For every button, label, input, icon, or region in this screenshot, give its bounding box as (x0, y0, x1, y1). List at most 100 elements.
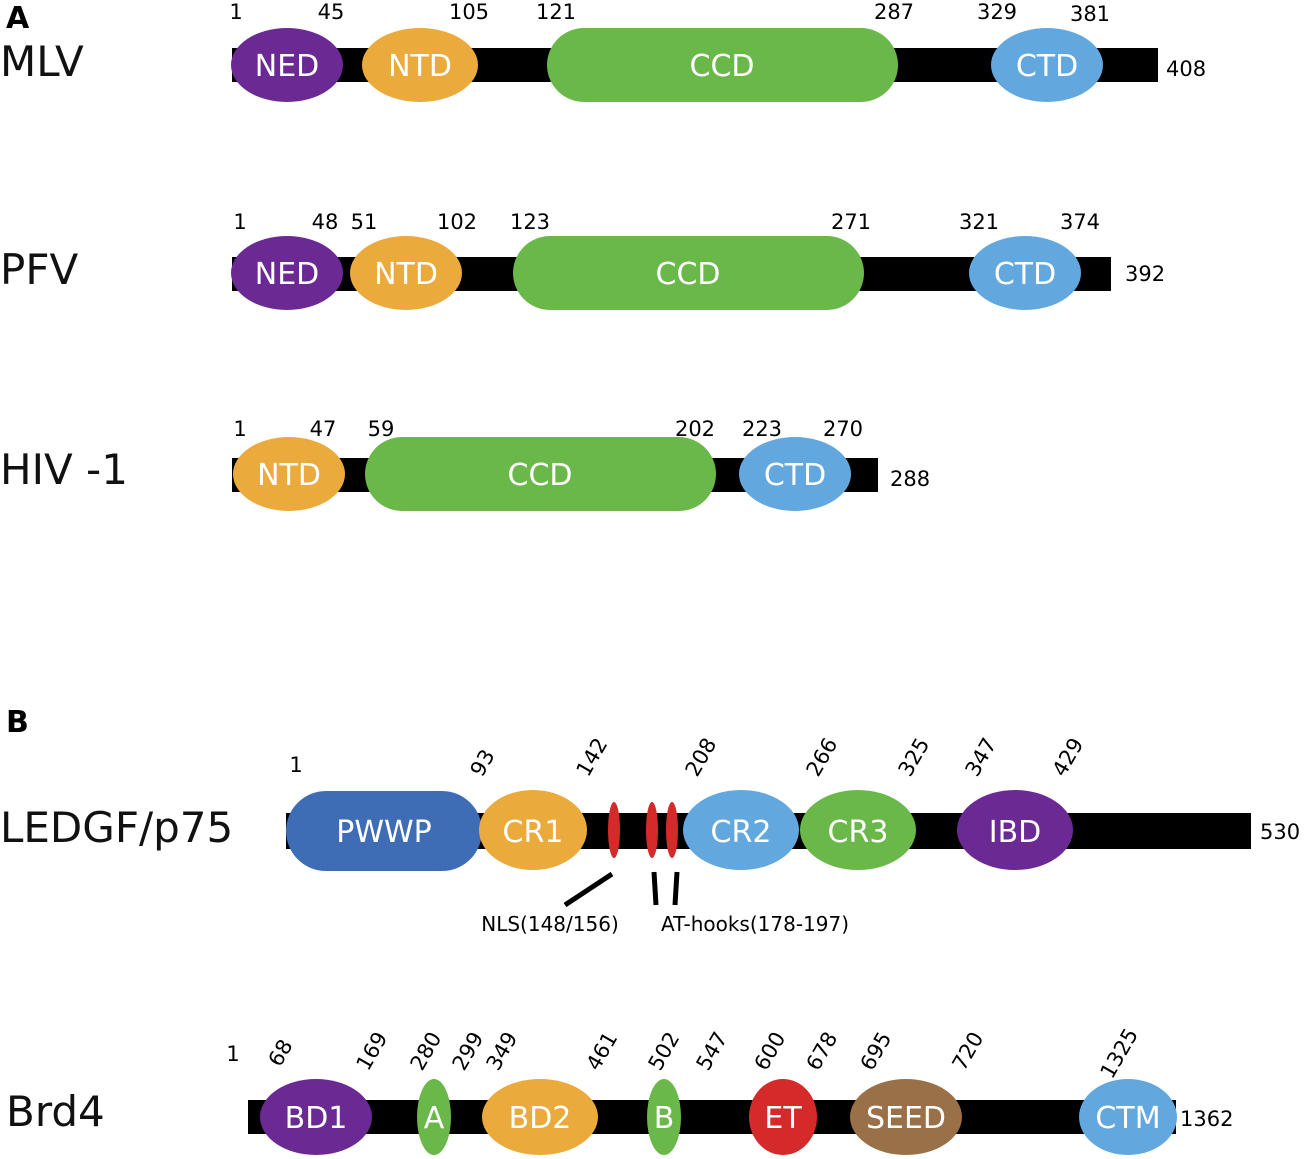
pos-mlv-105: 105 (449, 0, 489, 24)
domain-mlv-ccd: CCD (547, 28, 898, 102)
length-brd4: 1362 (1180, 1107, 1233, 1131)
pos-hiv1-59: 59 (368, 417, 395, 441)
domain-ledgf-cr1-shape (479, 790, 587, 870)
pos-brd4-678: 678 (802, 1028, 843, 1075)
nls-marker (608, 802, 620, 858)
domain-hiv1-ctd-shape (739, 437, 851, 511)
pos-ledgf-266: 266 (802, 734, 843, 781)
domain-mlv-ned-label: NED (255, 49, 320, 84)
length-ledgf: 530 (1260, 820, 1300, 844)
pos-hiv1-202: 202 (675, 417, 715, 441)
pos-mlv-381: 381 (1070, 2, 1110, 26)
pos-pfv-48: 48 (312, 210, 339, 234)
pos-pfv-321: 321 (959, 210, 999, 234)
pos-brd4-502: 502 (644, 1028, 685, 1075)
domain-pfv-ccd-shape (513, 236, 864, 310)
protein-hiv1: HIV -1 288 NTD CCD CTD 1 47 59 202 223 2… (0, 417, 930, 511)
pos-hiv1-47: 47 (310, 417, 337, 441)
panel-label-b: B (6, 705, 29, 740)
protein-name-brd4: Brd4 (6, 1087, 105, 1136)
pos-ledgf-93: 93 (466, 745, 500, 780)
pos-mlv-287: 287 (874, 0, 914, 24)
domain-ledgf-cr1: CR1 (479, 790, 587, 870)
protein-name-ledgf: LEDGF/p75 (0, 803, 233, 852)
domain-ledgf-cr3: CR3 (800, 790, 916, 870)
domain-brd4-et: ET (749, 1079, 817, 1155)
length-pfv: 392 (1125, 262, 1165, 286)
domain-brd4-seed-label: SEED (866, 1101, 946, 1136)
domain-hiv1-ntd-shape (233, 437, 345, 511)
length-hiv1: 288 (890, 467, 930, 491)
domain-brd4-a: A (417, 1079, 451, 1155)
pos-ledgf-429: 429 (1048, 734, 1089, 781)
domain-brd4-ctm-shape (1079, 1079, 1177, 1155)
domain-pfv-ccd-label: CCD (656, 257, 721, 292)
pos-brd4-280: 280 (406, 1028, 447, 1075)
domain-ledgf-cr3-label: CR3 (828, 815, 889, 850)
domain-hiv1-ccd: CCD (365, 437, 716, 511)
domain-pfv-ned-shape (231, 236, 343, 310)
pos-brd4-461: 461 (582, 1028, 623, 1075)
pos-brd4-600: 600 (750, 1028, 791, 1075)
domain-hiv1-ctd: CTD (739, 437, 851, 511)
domain-brd4-ctm: CTM (1079, 1079, 1177, 1155)
pos-brd4-299: 299 (448, 1028, 489, 1075)
domain-brd4-et-shape (749, 1079, 817, 1155)
pos-ledgf-142: 142 (572, 734, 613, 781)
domain-hiv1-ccd-label: CCD (508, 458, 573, 493)
nls-leader-line (563, 871, 614, 908)
pos-ledgf-325: 325 (894, 734, 935, 781)
domain-brd4-bd1: BD1 (260, 1079, 372, 1155)
pos-brd4-547: 547 (692, 1028, 733, 1075)
at-hook-marker-2 (666, 802, 678, 858)
domain-ledgf-ibd-shape (957, 790, 1073, 870)
domain-brd4-a-shape (417, 1079, 451, 1155)
pos-mlv-45: 45 (318, 0, 345, 24)
domain-mlv-ctd-shape (991, 28, 1103, 102)
pos-pfv-51: 51 (351, 210, 378, 234)
domain-pfv-ned: NED (231, 236, 343, 310)
domain-mlv-ccd-shape (547, 28, 898, 102)
pos-hiv1-223: 223 (742, 417, 782, 441)
domain-ledgf-cr1-label: CR1 (503, 815, 564, 850)
domain-brd4-a-label: A (424, 1101, 445, 1136)
backbone-brd4 (248, 1100, 1176, 1134)
domain-pfv-ctd: CTD (969, 236, 1081, 310)
domain-brd4-ctm-label: CTM (1095, 1101, 1160, 1136)
domain-ledgf-pwwp: PWWP (286, 791, 482, 871)
protein-ledgf: LEDGF/p75 530 PWWP CR1 CR2 CR3 IBD NLS (0, 734, 1300, 936)
pos-brd4-720: 720 (948, 1028, 989, 1075)
pos-pfv-1: 1 (233, 210, 246, 234)
at-hook-marker-1 (646, 802, 658, 858)
pos-brd4-169: 169 (352, 1028, 393, 1075)
domain-ledgf-cr2: CR2 (683, 790, 799, 870)
domain-pfv-ntd: NTD (350, 236, 462, 310)
pos-brd4-349: 349 (482, 1028, 523, 1075)
pos-ledgf-1: 1 (289, 753, 302, 777)
protein-name-pfv: PFV (0, 245, 78, 294)
domain-ledgf-ibd: IBD (957, 790, 1073, 870)
panel-label-a: A (6, 1, 30, 36)
domain-ledgf-ibd-label: IBD (989, 815, 1042, 850)
nls-annotation: NLS(148/156) (481, 912, 619, 936)
domain-mlv-ntd-shape (362, 28, 478, 102)
domain-mlv-ccd-label: CCD (690, 49, 755, 84)
domain-mlv-ctd-label: CTD (1016, 49, 1078, 84)
domain-pfv-ctd-label: CTD (994, 257, 1056, 292)
domain-brd4-bd2-shape (482, 1079, 598, 1155)
domain-mlv-ctd: CTD (991, 28, 1103, 102)
domain-brd4-b-shape (647, 1079, 681, 1155)
pos-brd4-1325: 1325 (1096, 1024, 1144, 1082)
domain-ledgf-pwwp-label: PWWP (336, 815, 432, 850)
pos-brd4-695: 695 (856, 1028, 897, 1075)
pos-brd4-1: 1 (226, 1042, 239, 1066)
domain-ledgf-cr2-label: CR2 (711, 815, 772, 850)
domain-mlv-ntd-label: NTD (388, 49, 452, 84)
at-hooks-annotation: AT-hooks(178-197) (661, 912, 849, 936)
pos-pfv-271: 271 (831, 210, 871, 234)
domain-ledgf-cr3-shape (800, 790, 916, 870)
domain-brd4-bd2: BD2 (482, 1079, 598, 1155)
domain-pfv-ntd-shape (350, 236, 462, 310)
domain-hiv1-ccd-shape (365, 437, 716, 511)
pos-pfv-123: 123 (510, 210, 550, 234)
